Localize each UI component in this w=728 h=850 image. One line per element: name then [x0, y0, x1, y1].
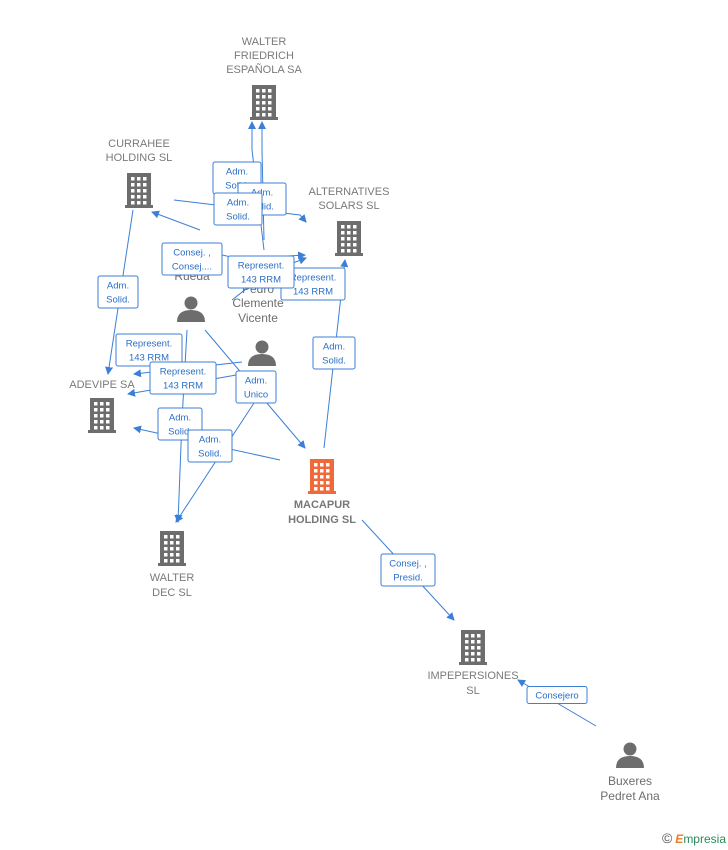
relation-label: Consej. ,: [173, 248, 211, 259]
company-label-impepersiones[interactable]: IMPEPERSIONES: [427, 670, 518, 682]
relation-box-r15[interactable]: Consejero: [526, 686, 588, 704]
relation-label: Represent.: [238, 261, 284, 272]
company-label-impepersiones[interactable]: SL: [466, 685, 479, 697]
relation-box-r4[interactable]: Consej. , Consej....: [161, 242, 223, 276]
edge-4: [151, 210, 201, 231]
brand-name: mpresia: [683, 832, 726, 846]
relation-label: 143 RRM: [241, 275, 281, 286]
company-label-alternatives[interactable]: ALTERNATIVES: [309, 186, 390, 198]
relation-label: Consej. ,: [389, 559, 427, 570]
relation-label: Represent.: [160, 367, 206, 378]
relation-label: Consej....: [172, 262, 212, 273]
company-label-walter-friedrich[interactable]: WALTER: [242, 36, 287, 48]
relation-label: Solid.: [225, 181, 249, 192]
relation-label: Solid.: [322, 356, 346, 367]
person-icon-person-b[interactable]: [248, 340, 276, 367]
relation-label: Unico: [244, 390, 268, 401]
relation-label: Adm.: [226, 167, 248, 178]
company-label-walter-friedrich[interactable]: ESPAÑOLA SA: [226, 63, 302, 76]
person-label-buxeres[interactable]: Buxeres: [608, 774, 652, 788]
building-icon-impepersiones[interactable]: [459, 630, 487, 665]
relation-box-r5[interactable]: Represent. 143 RRM: [280, 267, 346, 301]
relation-label: Adm.: [251, 188, 273, 199]
person-icon-person-a[interactable]: [177, 296, 205, 323]
company-label-walter-dec[interactable]: DEC SL: [152, 587, 192, 599]
relation-box-r9[interactable]: Represent. 143 RRM: [149, 361, 217, 395]
relation-label: Adm.: [227, 198, 249, 209]
company-label-currahee[interactable]: CURRAHEE: [108, 138, 170, 150]
copyright-icon: ©: [661, 830, 673, 846]
person-label-buxeres[interactable]: Pedret Ana: [600, 789, 660, 803]
person-label-person-b[interactable]: Vicente: [238, 311, 278, 325]
relation-box-r11[interactable]: Adm. Unico: [235, 370, 277, 404]
building-icon-alternatives[interactable]: [335, 221, 363, 256]
building-icon-macapur[interactable]: [308, 459, 336, 494]
relation-box-r10[interactable]: Adm. Solid.: [312, 336, 356, 370]
relation-label: Solid.: [226, 212, 250, 223]
building-icon-currahee[interactable]: [125, 173, 153, 208]
person-label-person-b[interactable]: Clemente: [232, 296, 284, 310]
relation-label: Adm.: [245, 376, 267, 387]
brand-logo-initial: E: [675, 832, 684, 846]
relation-label: Represent.: [290, 273, 336, 284]
relations-layer: Adm.Solid.Adm.Solid.Adm.Solid.Consej. ,C…: [97, 161, 588, 704]
relation-label: Adm.: [199, 435, 221, 446]
relation-label: Adm.: [323, 342, 345, 353]
relation-label: Represent.: [126, 339, 172, 350]
relation-label: Solid.: [106, 295, 130, 306]
relation-box-r13[interactable]: Adm. Solid.: [187, 429, 233, 463]
company-label-macapur[interactable]: HOLDING SL: [288, 514, 356, 526]
relation-box-r6[interactable]: Represent. 143 RRM: [227, 255, 295, 289]
relation-box-r14[interactable]: Consej. , Presid.: [380, 553, 436, 587]
relation-label: Adm.: [107, 281, 129, 292]
company-label-alternatives[interactable]: SOLARS SL: [318, 200, 379, 212]
relation-box-r7[interactable]: Adm. Solid.: [97, 275, 139, 309]
building-icon-walter-dec[interactable]: [158, 531, 186, 566]
company-label-adevipe[interactable]: ADEVIPE SA: [69, 379, 135, 391]
person-icon-buxeres[interactable]: [616, 742, 644, 769]
company-label-walter-dec[interactable]: WALTER: [150, 572, 195, 584]
relation-label: Consejero: [535, 691, 578, 702]
relation-label: Solid.: [168, 427, 192, 438]
company-label-macapur[interactable]: MACAPUR: [294, 499, 350, 511]
relation-label: 143 RRM: [129, 353, 169, 364]
relation-label: Adm.: [169, 413, 191, 424]
relation-label: 143 RRM: [293, 287, 333, 298]
building-icon-adevipe[interactable]: [88, 398, 116, 433]
relation-box-r8[interactable]: Represent. 143 RRM: [115, 333, 183, 367]
relation-label: 143 RRM: [163, 381, 203, 392]
relation-box-r3[interactable]: Adm. Solid.: [213, 192, 263, 226]
company-label-walter-friedrich[interactable]: FRIEDRICH: [234, 50, 294, 62]
relation-label: Presid.: [393, 573, 423, 584]
brand-footer[interactable]: ©Empresia: [662, 830, 726, 846]
building-icon-walter-friedrich[interactable]: [250, 85, 278, 120]
relation-label: Solid.: [198, 449, 222, 460]
company-label-currahee[interactable]: HOLDING SL: [106, 152, 173, 164]
